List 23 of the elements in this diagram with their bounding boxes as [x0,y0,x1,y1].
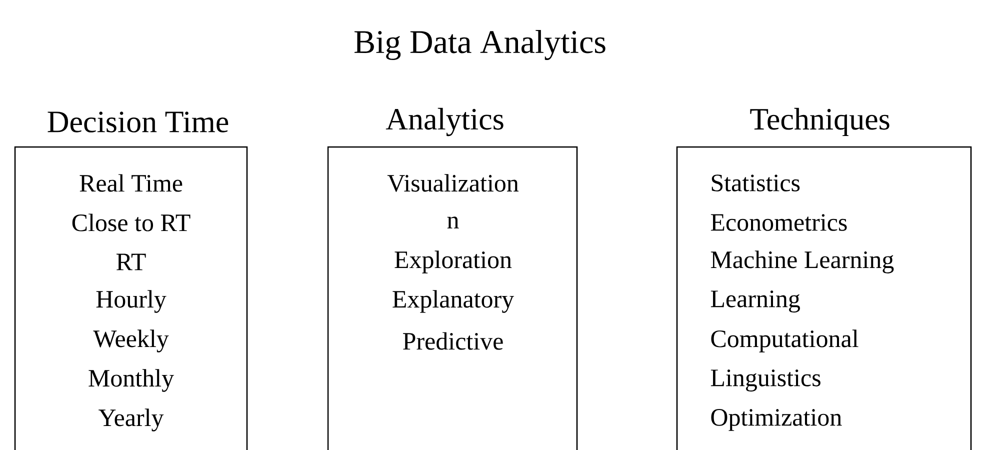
list-item: Learning [710,290,800,312]
list-item: Linguistics [710,370,820,392]
list-item: Visualization [387,174,519,192]
list-item: Explanatory [392,290,514,313]
column-heading: Techniques [750,108,890,136]
column-heading: Analytics [386,108,504,136]
list-item: n [447,216,459,228]
column-heading: Decision Time [48,112,228,132]
title: Big Data Analytics [354,30,606,60]
list-item: Hourly [96,290,166,313]
list-item: Weekly [93,330,169,352]
list-item: Optimization [711,409,842,431]
list-item: Machine Learning [710,250,894,274]
list-item: Real Time [80,174,182,192]
list-item: RT [116,254,146,270]
list-item: Computational [711,330,858,352]
list-item: Predictive [403,332,503,350]
list-item: Monthly [88,369,174,392]
list-item: Exploration [394,250,512,274]
list-item: Close to RT [72,214,190,232]
list-item: Statistics [712,174,800,192]
list-item: Econometrics [710,214,847,231]
list-item: Yearly [98,408,164,432]
